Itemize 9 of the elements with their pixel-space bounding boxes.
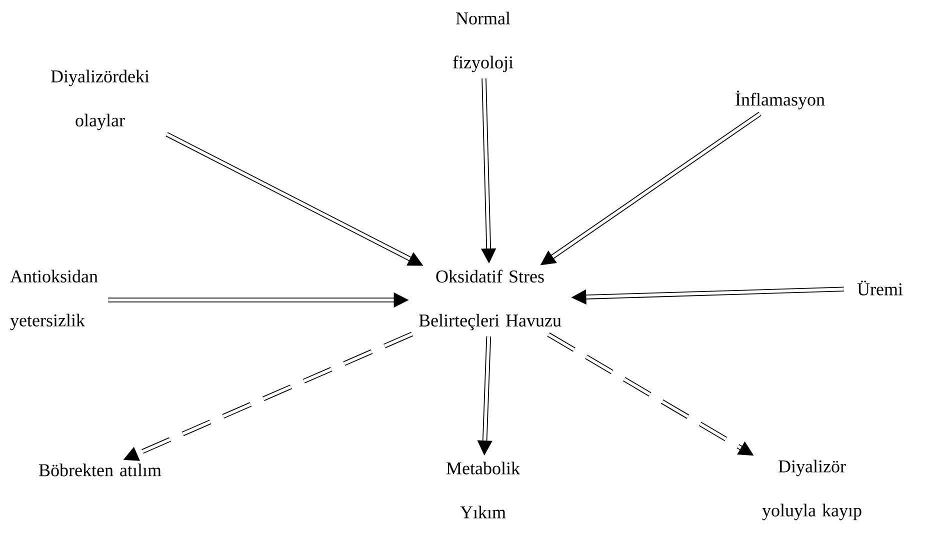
node-label: Oksidatif Stres Belirteçleri Havuzu — [419, 270, 562, 330]
node-label: Diyalizördeki olaylar — [51, 70, 150, 130]
node-label: Diyalizör yoluyla kayıp — [762, 460, 862, 520]
node-label: Normal fizyoloji — [453, 12, 514, 72]
node-label: Üremi — [857, 280, 903, 296]
node-label: Antioksidan yetersizlik — [10, 270, 98, 330]
node-label: İnflamasyon — [736, 90, 825, 110]
node-label: Böbrekten atılım — [39, 464, 162, 476]
node-label: Metabolik Yıkım — [446, 462, 520, 518]
